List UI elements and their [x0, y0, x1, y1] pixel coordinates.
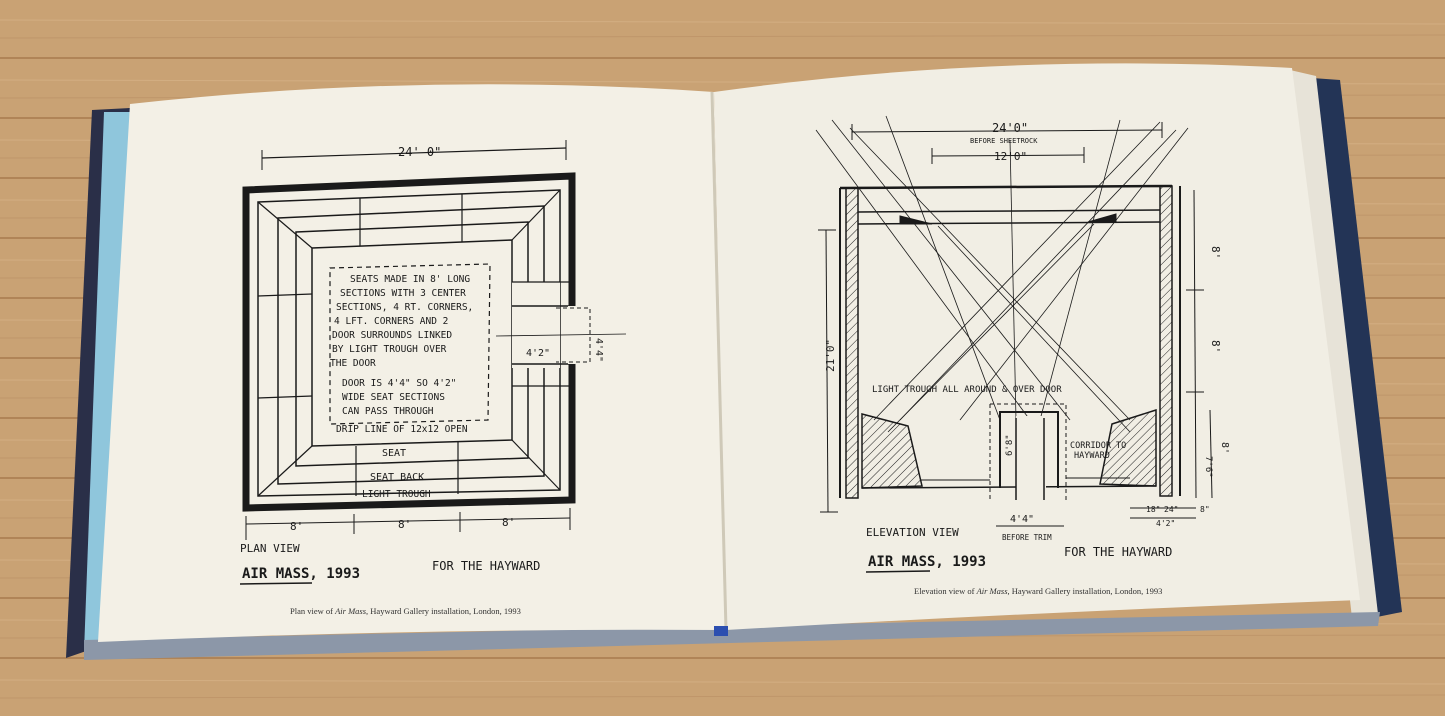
- book-page-stack: [1290, 70, 1378, 618]
- elevation-drawing: [815, 115, 1213, 527]
- bottom-dim-3: 8': [502, 516, 515, 529]
- elev-height: 21'0": [824, 339, 837, 372]
- plan-title-underline: [239, 582, 313, 585]
- svg-text:DOOR SURROUNDS LINKED: DOOR SURROUNDS LINKED: [332, 330, 452, 341]
- before-trim: BEFORE TRIM: [1002, 533, 1052, 542]
- corridor-note-2: HAYWARD: [1074, 451, 1110, 461]
- plan-notes: SEATS MADE IN 8' LONG SECTIONS WITH 3 CE…: [330, 274, 473, 417]
- drip-line-note: DRIP LINE OF 12x12 OPEN: [336, 424, 468, 435]
- elev-dim-inner: 12'0": [994, 150, 1027, 163]
- seat-back-label: SEAT BACK: [370, 472, 424, 483]
- svg-text:4 LFT. CORNERS AND 2: 4 LFT. CORNERS AND 2: [334, 316, 448, 327]
- elev-right-dim-4: 7'6": [1203, 456, 1213, 478]
- door-height: 6'8": [1005, 434, 1015, 456]
- svg-text:DOOR IS 4'4" SO 4'2": DOOR IS 4'4" SO 4'2": [342, 378, 456, 389]
- left-page: [98, 84, 726, 643]
- svg-text:SECTIONS, 4 RT. CORNERS,: SECTIONS, 4 RT. CORNERS,: [336, 302, 473, 313]
- seat-label: SEAT: [382, 448, 406, 459]
- door-width: 4'4": [1010, 514, 1034, 525]
- bottom-dim-1: 8': [290, 520, 303, 533]
- elev-dim-top: 24'0": [992, 121, 1028, 135]
- plan-dim-top: 24' 0": [398, 145, 441, 159]
- elev-caption: Elevation view of Air Mass, Hayward Gall…: [914, 586, 1162, 596]
- svg-text:WIDE SEAT SECTIONS: WIDE SEAT SECTIONS: [342, 392, 445, 403]
- plan-for-hayward: FOR THE HAYWARD: [432, 559, 540, 573]
- elev-view-label: ELEVATION VIEW: [866, 526, 959, 539]
- door-height-dim: 4'4": [593, 338, 604, 362]
- svg-text:THE DOOR: THE DOOR: [330, 358, 376, 369]
- svg-text:BY LIGHT TROUGH OVER: BY LIGHT TROUGH OVER: [332, 344, 447, 355]
- elev-right-dim-2: 8': [1209, 340, 1222, 353]
- plan-view-label: PLAN VIEW: [240, 542, 300, 555]
- plan-work-title: AIR MASS, 1993: [242, 566, 360, 582]
- page-gutter: [710, 91, 728, 631]
- elev-dim-top-note: BEFORE SHEETROCK: [970, 137, 1038, 145]
- svg-text:CAN PASS THROUGH: CAN PASS THROUGH: [342, 406, 434, 417]
- light-trough-label: LIGHT TROUGH: [362, 489, 431, 500]
- plan-drawing: [242, 140, 627, 540]
- seat-dim-3: 8": [1200, 505, 1210, 514]
- light-trough-note: LIGHT TROUGH ALL AROUND & OVER DOOR: [872, 385, 1062, 395]
- book-bottom-edge: [84, 612, 1380, 660]
- book-cover-right: [1312, 78, 1402, 618]
- bookmark-ribbon: [714, 626, 728, 636]
- bottom-dim-2: 8': [398, 518, 411, 531]
- right-page: [714, 63, 1360, 630]
- elev-right-dim-1: 8': [1209, 246, 1222, 259]
- corridor-note-1: CORRIDOR TO: [1070, 441, 1126, 451]
- seat-dim-4: 4'2": [1156, 519, 1175, 528]
- elev-title-underline: [865, 570, 931, 573]
- plan-caption: Plan view of Air Mass, Hayward Gallery i…: [290, 606, 521, 616]
- door-width-dim: 4'2": [526, 348, 550, 359]
- svg-text:SECTIONS WITH 3 CENTER: SECTIONS WITH 3 CENTER: [340, 288, 466, 299]
- elev-work-title: AIR MASS, 1993: [868, 554, 986, 570]
- seat-dim-2: 24": [1164, 505, 1178, 514]
- elev-right-dim-3: 8': [1219, 442, 1230, 454]
- svg-text:SEATS MADE IN 8' LONG: SEATS MADE IN 8' LONG: [350, 274, 470, 285]
- seat-dim-1: 18": [1146, 505, 1160, 514]
- elev-for-hayward: FOR THE HAYWARD: [1064, 545, 1172, 559]
